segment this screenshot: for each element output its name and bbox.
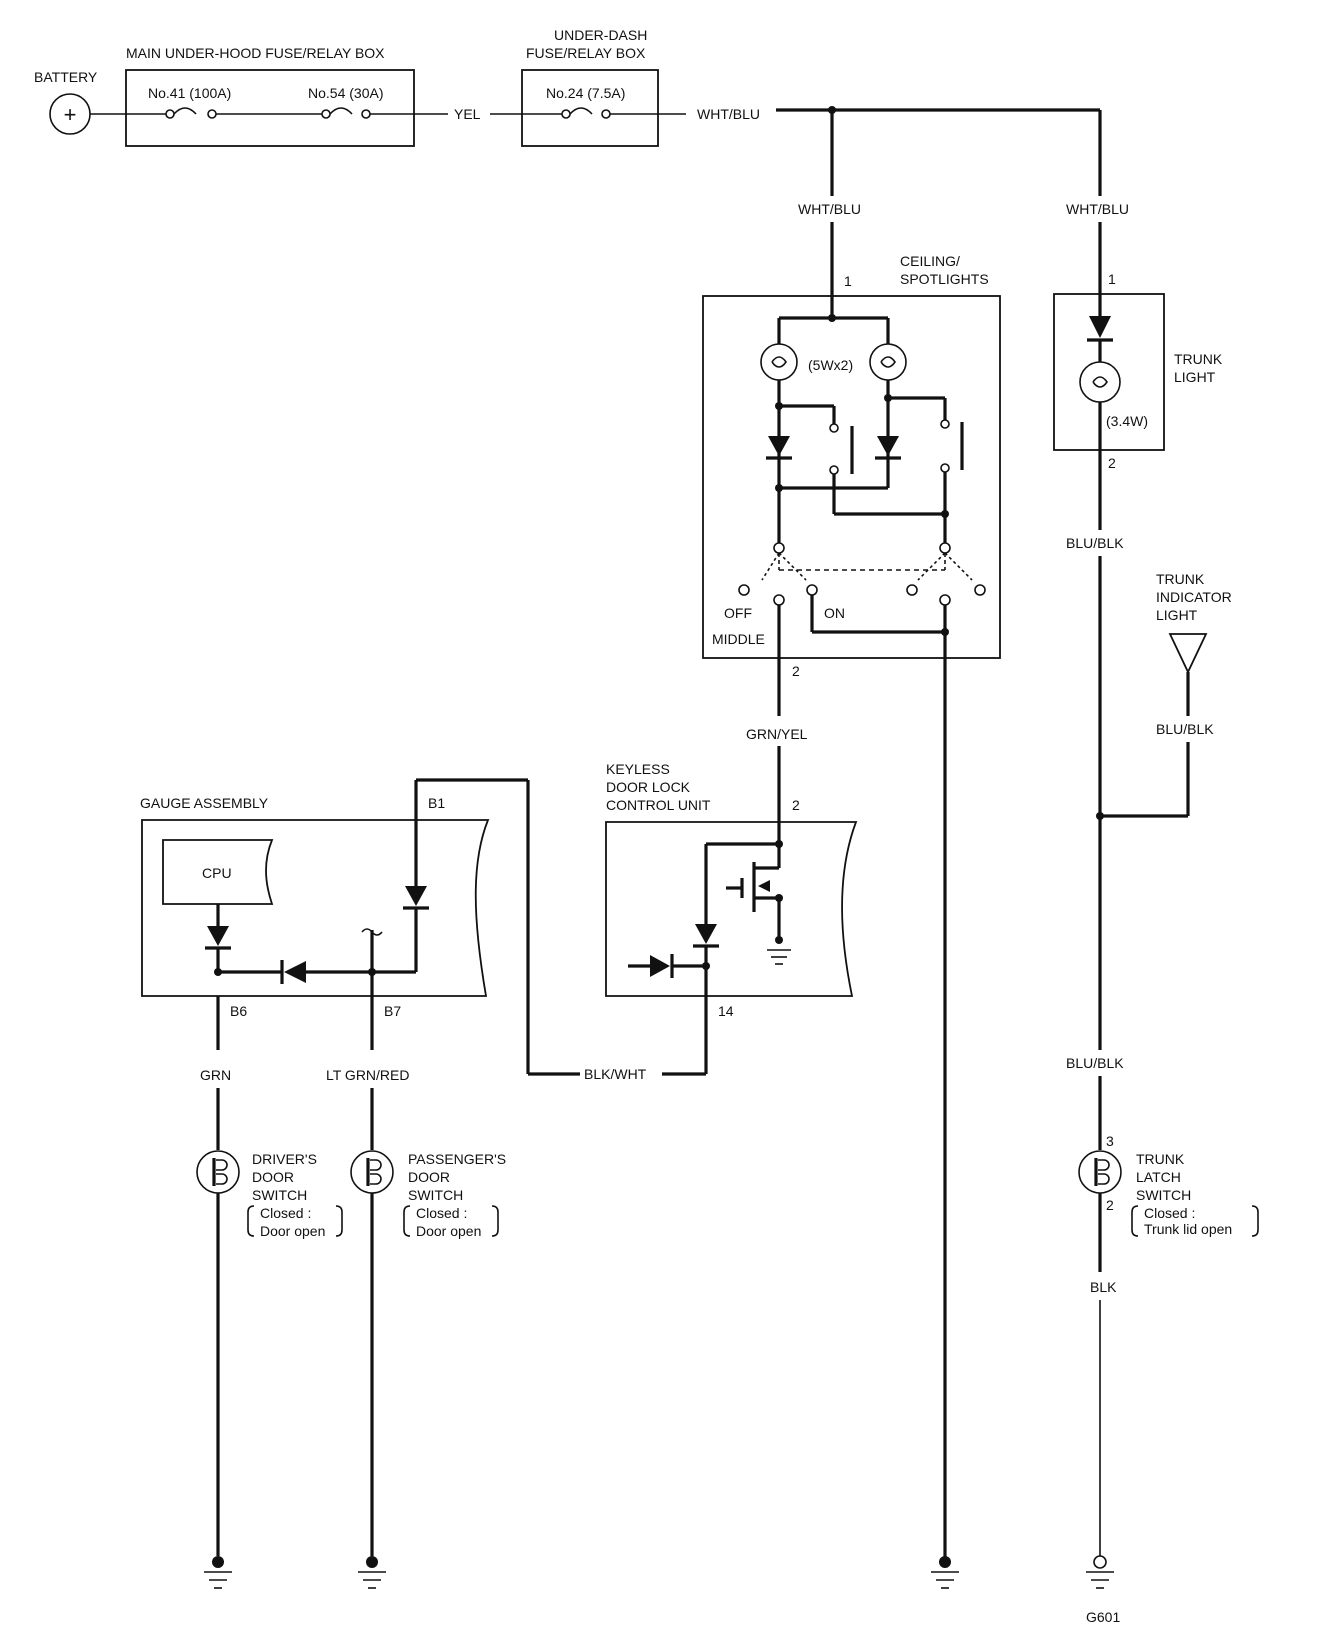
ceiling-title-1: CEILING/ bbox=[900, 253, 960, 269]
trunk-wire-blk: BLK bbox=[1090, 1279, 1117, 1295]
battery-symbol: + bbox=[64, 102, 77, 127]
battery-label: BATTERY bbox=[34, 69, 98, 85]
gauge-pin-b1: B1 bbox=[428, 795, 445, 811]
pass-switch-closed: Closed : bbox=[416, 1205, 467, 1221]
trunk-wire-blu-blk-1: BLU/BLK bbox=[1066, 535, 1124, 551]
ceiling-pos-middle: MIDDLE bbox=[712, 631, 765, 647]
driver-switch-3: SWITCH bbox=[252, 1187, 307, 1203]
ceiling-pos-on: ON bbox=[824, 605, 845, 621]
trunk-light: (3.4W) bbox=[1053, 293, 1165, 451]
ground-driver-switch bbox=[204, 1556, 232, 1589]
trunk-indicator-3: LIGHT bbox=[1156, 607, 1198, 623]
trunk-light-title-2: LIGHT bbox=[1174, 369, 1216, 385]
ceiling-pin-2: 2 bbox=[792, 663, 800, 679]
trunk-latch-closed: Closed : bbox=[1144, 1205, 1195, 1221]
trunk-wire-blu-blk-2: BLU/BLK bbox=[1156, 721, 1214, 737]
ground-g601 bbox=[1086, 1555, 1114, 1589]
keyless-title-3: CONTROL UNIT bbox=[606, 797, 711, 813]
trunk-latch-3: SWITCH bbox=[1136, 1187, 1191, 1203]
keyless-title-2: DOOR LOCK bbox=[606, 779, 691, 795]
wire-wht-blu-top: WHT/BLU bbox=[697, 106, 760, 122]
pass-switch-1: PASSENGER'S bbox=[408, 1151, 506, 1167]
gauge-cpu: CPU bbox=[202, 865, 232, 881]
ceiling-wire-out: GRN/YEL bbox=[746, 726, 808, 742]
trunk-wire-in: WHT/BLU bbox=[1066, 201, 1129, 217]
fuse-41-symbol bbox=[165, 107, 217, 119]
trunk-latch-2: LATCH bbox=[1136, 1169, 1181, 1185]
keyless-title-1: KEYLESS bbox=[606, 761, 670, 777]
ceiling-bulb-right bbox=[869, 343, 907, 381]
gauge-assembly: CPU bbox=[141, 780, 490, 997]
gauge-pin-b7: B7 bbox=[384, 1003, 401, 1019]
gauge-wire-ltgrn: LT GRN/RED bbox=[326, 1067, 410, 1083]
gauge-wire-grn: GRN bbox=[200, 1067, 231, 1083]
ceiling-bulb-rating: (5Wx2) bbox=[808, 357, 853, 373]
trunk-bulb-rating: (3.4W) bbox=[1106, 413, 1148, 429]
keyless-wire-blk-wht: BLK/WHT bbox=[584, 1066, 647, 1082]
driver-switch-2: DOOR bbox=[252, 1169, 294, 1185]
trunk-wire-blu-blk-3: BLU/BLK bbox=[1066, 1055, 1124, 1071]
ground-passenger-switch bbox=[358, 1556, 386, 1589]
trunk-latch-1: TRUNK bbox=[1136, 1151, 1185, 1167]
ceiling-pin-1: 1 bbox=[844, 273, 852, 289]
trunk-latch-pin-2: 2 bbox=[1106, 1197, 1114, 1213]
keyless-pin-14: 14 bbox=[718, 1003, 734, 1019]
passengers-door-switch bbox=[350, 1150, 394, 1194]
main-under-hood-fuse-relay-box: MAIN UNDER-HOOD FUSE/RELAY BOX No.41 (10… bbox=[125, 45, 415, 147]
drivers-door-switch bbox=[196, 1150, 240, 1194]
dash-box-title-2: FUSE/RELAY BOX bbox=[526, 45, 646, 61]
gauge-pin-b6: B6 bbox=[230, 1003, 247, 1019]
driver-switch-cond: Door open bbox=[260, 1223, 325, 1239]
feed-wires bbox=[90, 106, 1100, 115]
ceiling-spotlights-unit: (5Wx2) bbox=[702, 295, 1001, 659]
ceiling-bulb-left bbox=[760, 343, 798, 381]
battery: + BATTERY bbox=[34, 69, 98, 135]
trunk-latch-cond: Trunk lid open bbox=[1144, 1221, 1232, 1237]
keyless-pin-2: 2 bbox=[792, 797, 800, 813]
fuse-41-label: No.41 (100A) bbox=[148, 85, 231, 101]
trunk-indicator-symbol bbox=[1168, 633, 1208, 675]
trunk-light-title-1: TRUNK bbox=[1174, 351, 1223, 367]
wire-yel: YEL bbox=[454, 106, 481, 122]
ceiling-wire-in: WHT/BLU bbox=[798, 201, 861, 217]
trunk-latch-pin-3: 3 bbox=[1106, 1133, 1114, 1149]
pass-switch-2: DOOR bbox=[408, 1169, 450, 1185]
keyless-door-lock-control-unit bbox=[605, 820, 858, 997]
driver-switch-closed: Closed : bbox=[260, 1205, 311, 1221]
fuse-24-label: No.24 (7.5A) bbox=[546, 85, 625, 101]
dash-box-title-1: UNDER-DASH bbox=[554, 27, 647, 43]
trunk-ground-id: G601 bbox=[1086, 1609, 1120, 1625]
ceiling-title-2: SPOTLIGHTS bbox=[900, 271, 989, 287]
trunk-pin-2: 2 bbox=[1108, 455, 1116, 471]
trunk-indicator-1: TRUNK bbox=[1156, 571, 1205, 587]
ceiling-pos-off: OFF bbox=[724, 605, 752, 621]
fuse-24-symbol bbox=[561, 107, 611, 119]
main-box-title: MAIN UNDER-HOOD FUSE/RELAY BOX bbox=[126, 45, 385, 61]
trunk-pin-1: 1 bbox=[1108, 271, 1116, 287]
pass-switch-3: SWITCH bbox=[408, 1187, 463, 1203]
fuse-54-label: No.54 (30A) bbox=[308, 85, 383, 101]
fuse-54-symbol bbox=[321, 107, 371, 119]
trunk-latch-switch bbox=[1078, 1150, 1122, 1194]
under-dash-fuse-relay-box: UNDER-DASH FUSE/RELAY BOX No.24 (7.5A) bbox=[521, 27, 659, 147]
trunk-indicator-2: INDICATOR bbox=[1156, 589, 1232, 605]
driver-switch-1: DRIVER'S bbox=[252, 1151, 317, 1167]
ground-spotlight bbox=[931, 1556, 959, 1589]
gauge-title: GAUGE ASSEMBLY bbox=[140, 795, 269, 811]
pass-switch-cond: Door open bbox=[416, 1223, 481, 1239]
